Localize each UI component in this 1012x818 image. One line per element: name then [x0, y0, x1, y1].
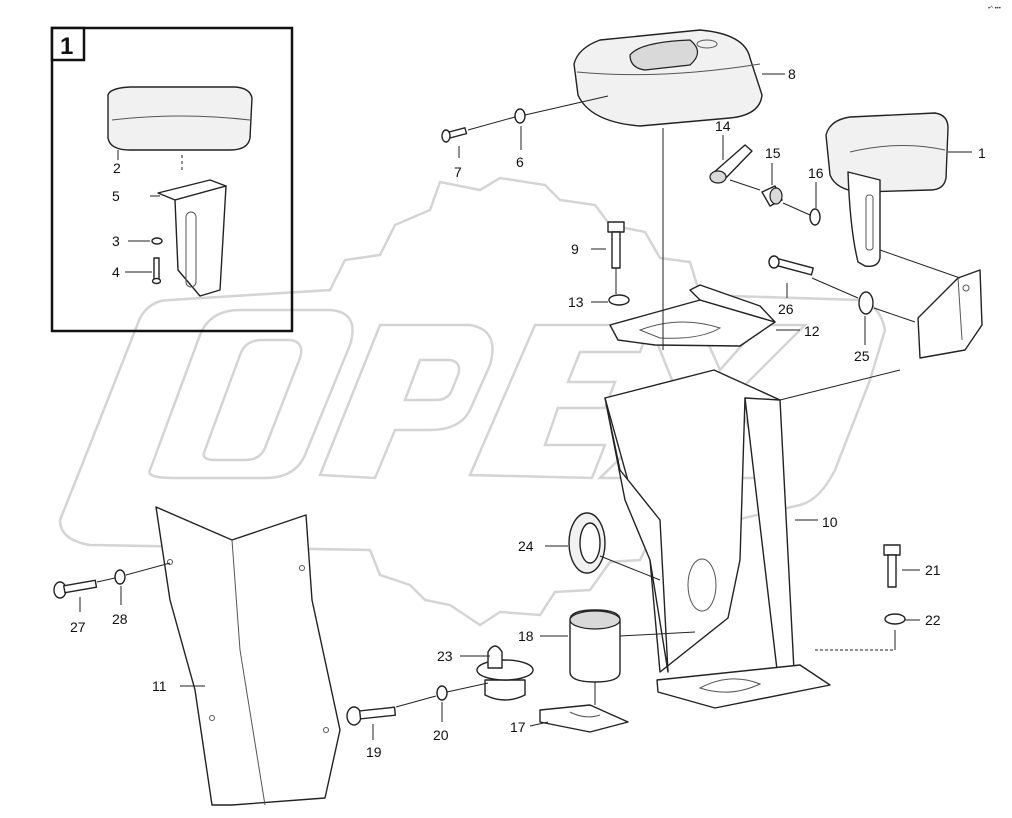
callout-21: 21 — [925, 562, 941, 578]
callout-4: 4 — [112, 264, 120, 280]
collar-23 — [476, 645, 534, 701]
callout-6: 6 — [516, 154, 524, 170]
washer-6 — [514, 108, 526, 124]
callout-19: 19 — [366, 744, 382, 760]
headrest-bracket-inset — [157, 179, 227, 297]
plate-17 — [539, 704, 629, 733]
corner-mark: •^ ••• — [988, 6, 1001, 12]
bolt-26 — [768, 255, 814, 276]
bolt-9 — [607, 221, 625, 269]
callout-1: 1 — [978, 145, 986, 161]
callout-3: 3 — [112, 233, 120, 249]
column-bracket — [604, 369, 831, 709]
side-cover — [155, 506, 341, 806]
callout-20: 20 — [433, 727, 449, 743]
inset-box: 1 2 5 3 4 — [50, 26, 294, 333]
callout-9: 9 — [571, 241, 579, 257]
callout-14: 14 — [715, 118, 731, 134]
callout-26: 26 — [778, 301, 794, 317]
washer-13 — [608, 294, 630, 306]
washer-22 — [884, 613, 906, 625]
callout-24: 24 — [518, 538, 534, 554]
washer-16 — [809, 208, 821, 226]
callout-25: 25 — [854, 348, 870, 364]
callout-22: 22 — [925, 612, 941, 628]
callout-10: 10 — [822, 514, 838, 530]
bolt-21 — [883, 544, 901, 588]
callout-5: 5 — [112, 188, 120, 204]
bush-15 — [761, 185, 783, 207]
callout-2: 2 — [113, 160, 121, 176]
callout-8: 8 — [788, 66, 796, 82]
callout-23: 23 — [437, 648, 453, 664]
bush-18 — [569, 609, 621, 683]
headrest-cushion-inset — [107, 86, 253, 151]
callout-12: 12 — [804, 323, 820, 339]
washer-28 — [114, 569, 126, 585]
screw-inset — [151, 257, 162, 285]
inset-number: 1 — [60, 33, 73, 60]
callout-15: 15 — [765, 145, 781, 161]
bolt-27 — [53, 579, 98, 599]
callout-27: 27 — [70, 619, 86, 635]
adjust-lever — [709, 144, 753, 184]
side-bracket — [917, 269, 983, 359]
callout-7: 7 — [454, 164, 462, 180]
bolt-19 — [346, 706, 397, 726]
grommet — [568, 512, 606, 574]
callout-17: 17 — [510, 719, 526, 735]
washer-inset — [151, 237, 163, 245]
washer-25 — [858, 291, 874, 315]
screw-7 — [441, 127, 468, 143]
callout-11: 11 — [152, 678, 167, 694]
callout-16: 16 — [808, 165, 824, 181]
washer-20 — [436, 685, 448, 701]
top-cover — [573, 29, 763, 127]
mounting-plate — [609, 284, 776, 347]
callout-13: 13 — [568, 294, 584, 310]
headrest — [825, 112, 949, 268]
callout-18: 18 — [518, 628, 534, 644]
callout-28: 28 — [112, 611, 128, 627]
